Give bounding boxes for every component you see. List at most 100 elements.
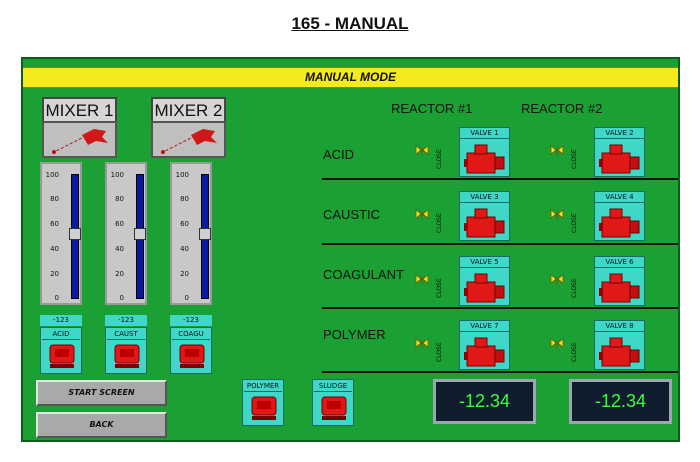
pump-icon <box>49 344 75 368</box>
pump-caustic-button[interactable]: CAUST <box>105 327 147 374</box>
page-title: 165 - MANUAL <box>291 14 409 33</box>
indicator-lamp-icon <box>415 338 429 349</box>
slider-tick: 20 <box>115 270 124 278</box>
valve-2-button[interactable]: VALVE 2 <box>594 127 645 177</box>
slider-thumb[interactable] <box>134 228 146 241</box>
indicator-lamp-icon <box>550 338 564 349</box>
reactor-2-header: REACTOR #2 <box>521 101 603 116</box>
chemical-label-coagulant: COAGULANT <box>323 267 404 282</box>
pump-acid-button[interactable]: ACID <box>40 327 82 374</box>
mixer-icon <box>51 129 108 154</box>
valve-5-button[interactable]: VALVE 5 <box>459 256 510 306</box>
valve-label: VALVE 8 <box>595 321 644 332</box>
row-divider <box>322 178 678 180</box>
row-divider <box>322 307 678 309</box>
valve-status-lamp <box>415 143 429 162</box>
valve-label: VALVE 6 <box>595 257 644 268</box>
valve-close-label: CLOSE <box>571 213 578 233</box>
back-button[interactable]: BACK <box>36 412 167 438</box>
indicator-lamp-icon <box>415 145 429 156</box>
valve-8-button[interactable]: VALVE 8 <box>594 320 645 370</box>
mixer-1-button[interactable]: MIXER 1 <box>42 97 117 124</box>
valve-3-button[interactable]: VALVE 3 <box>459 191 510 241</box>
mixer-2-image[interactable] <box>151 121 226 158</box>
valve-label: VALVE 5 <box>460 257 509 268</box>
valve-label: VALVE 4 <box>595 192 644 203</box>
pump-label: CAUST <box>107 329 145 340</box>
valve-status-lamp <box>550 336 564 355</box>
indicator-lamp-icon <box>550 209 564 220</box>
slider-tick: 100 <box>45 171 59 179</box>
slider-coagulant[interactable]: 100 80 60 40 20 0 <box>170 162 212 305</box>
slider-tick: 0 <box>184 294 189 302</box>
slider-tick: 100 <box>175 171 189 179</box>
valve-close-label: CLOSE <box>436 278 443 298</box>
slider-caustic[interactable]: 100 80 60 40 20 0 <box>105 162 147 305</box>
mixer-icon <box>160 129 217 154</box>
pump-label: SLUDGE <box>314 381 352 392</box>
valve-icon <box>599 273 640 303</box>
valve-label: VALVE 2 <box>595 128 644 139</box>
valve-status-lamp <box>415 207 429 226</box>
indicator-lamp-icon <box>415 209 429 220</box>
slider-thumb[interactable] <box>199 228 211 241</box>
slider-value-caustic: -123 <box>105 315 147 326</box>
indicator-lamp-icon <box>550 145 564 156</box>
valve-4-button[interactable]: VALVE 4 <box>594 191 645 241</box>
pump-icon <box>251 396 277 420</box>
valve-icon <box>464 144 505 174</box>
slider-tick: 60 <box>50 220 59 228</box>
slider-tick: 20 <box>50 270 59 278</box>
pump-coagulant-button[interactable]: COAGU <box>170 327 212 374</box>
pump-icon <box>179 344 205 368</box>
valve-label: VALVE 3 <box>460 192 509 203</box>
valve-6-button[interactable]: VALVE 6 <box>594 256 645 306</box>
valve-status-lamp <box>415 336 429 355</box>
pump-icon <box>321 396 347 420</box>
slider-tick: 80 <box>50 195 59 203</box>
slider-acid[interactable]: 100 80 60 40 20 0 <box>40 162 82 305</box>
chemical-label-caustic: CAUSTIC <box>323 207 381 222</box>
pump-label: POLYMER <box>244 381 282 392</box>
row-divider <box>322 243 678 245</box>
reactor-2-display: -12.34 <box>569 379 672 424</box>
slider-tick: 40 <box>50 245 59 253</box>
indicator-lamp-icon <box>550 274 564 285</box>
pump-label: ACID <box>42 329 80 340</box>
mixer-2-button[interactable]: MIXER 2 <box>151 97 226 124</box>
slider-value-acid: -123 <box>40 315 82 326</box>
valve-close-label: CLOSE <box>571 342 578 362</box>
chemical-label-polymer: POLYMER <box>323 327 386 342</box>
pump-sludge-button[interactable]: SLUDGE <box>312 379 354 426</box>
slider-tick: 0 <box>54 294 59 302</box>
slider-tick: 80 <box>180 195 189 203</box>
valve-status-lamp <box>415 272 429 291</box>
mixer-1-image[interactable] <box>42 121 117 158</box>
slider-thumb[interactable] <box>69 228 81 241</box>
valve-close-label: CLOSE <box>436 213 443 233</box>
valve-label: VALVE 7 <box>460 321 509 332</box>
valve-icon <box>464 337 505 367</box>
pump-label: COAGU <box>172 329 210 340</box>
slider-tick: 0 <box>119 294 124 302</box>
valve-close-label: CLOSE <box>436 149 443 169</box>
slider-tick: 40 <box>180 245 189 253</box>
start-screen-button[interactable]: START SCREEN <box>36 380 167 406</box>
valve-1-button[interactable]: VALVE 1 <box>459 127 510 177</box>
slider-tick: 60 <box>115 220 124 228</box>
valve-7-button[interactable]: VALVE 7 <box>459 320 510 370</box>
valve-icon <box>464 273 505 303</box>
indicator-lamp-icon <box>415 274 429 285</box>
slider-tick: 100 <box>110 171 124 179</box>
valve-icon <box>464 208 505 238</box>
slider-tick: 60 <box>180 220 189 228</box>
pump-polymer-button[interactable]: POLYMER <box>242 379 284 426</box>
valve-status-lamp <box>550 272 564 291</box>
reactor-1-display: -12.34 <box>433 379 536 424</box>
valve-close-label: CLOSE <box>571 149 578 169</box>
valve-status-lamp <box>550 143 564 162</box>
valve-close-label: CLOSE <box>436 342 443 362</box>
slider-value-coagulant: -123 <box>170 315 212 326</box>
valve-icon <box>599 208 640 238</box>
valve-icon <box>599 337 640 367</box>
